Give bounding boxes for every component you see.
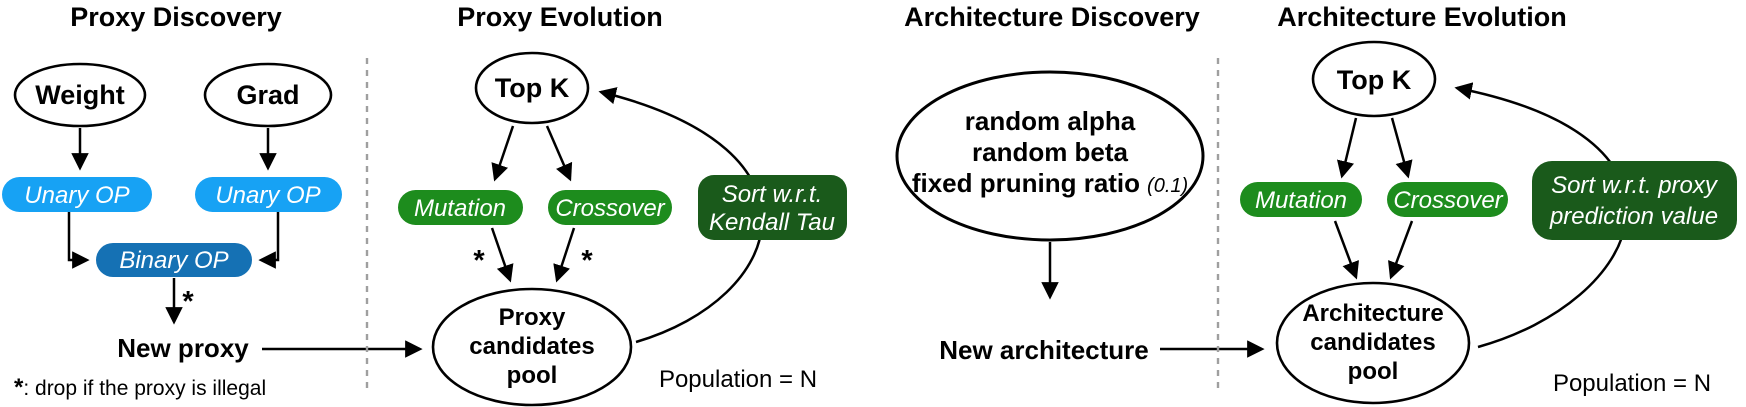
weight-node-label: Weight [35,80,125,110]
crossover-box-p2 [548,190,672,225]
mutation-box-p4 [1240,182,1362,217]
sort-kendall-line2: Kendall Tau [709,209,835,236]
sort-proxy-line1: Sort w.r.t. proxy [1551,172,1719,199]
proxy-pool-line2: candidates [469,333,594,360]
footnote-text: : drop if the proxy is illegal [23,377,266,400]
binary-op-label: Binary OP [119,247,228,274]
arrow-mutation-to-pool-p4 [1333,220,1359,280]
panel4-title: Architecture Evolution [1277,2,1567,32]
crossover-label-p2: Crossover [555,195,665,222]
arrow-crossover-to-pool-p2 [553,227,576,283]
mutation-label-p4: Mutation [1255,187,1347,214]
random-init-ellipse [895,70,1205,242]
architecture-pool-line2: candidates [1310,329,1435,356]
panel3-title: Architecture Discovery [904,2,1200,32]
arrow-topk-to-crossover-p2 [545,125,573,182]
architecture-pool-line3: pool [1348,358,1399,385]
unary-op-right-box [195,177,342,212]
elbow-unary-left-to-binary [67,212,90,269]
random-init-line1: random alpha [965,106,1136,136]
weight-node-ellipse [13,62,147,128]
proxy-pool-ellipse [431,287,633,407]
drop-star-1: * [182,286,194,318]
binary-op-box [96,243,252,277]
panel2-title: Proxy Evolution [457,2,663,32]
random-init-line3-note: (0.1) [1147,175,1188,197]
sort-proxy-prediction-box [1532,161,1737,240]
mutation-box-p2 [398,190,523,225]
random-init-line3-main: fixed pruning ratio [912,168,1140,198]
unary-op-left-label: Unary OP [24,182,129,209]
arrow-topk-to-crossover-p4 [1390,117,1413,179]
sort-proxy-line2: prediction value [1549,203,1718,230]
crossover-box-p4 [1387,182,1508,217]
drop-star-right-p2: * [581,245,593,277]
sort-kendall-box [698,175,847,240]
elbow-unary-right-to-binary [258,212,280,269]
unary-op-right-label: Unary OP [215,182,320,209]
topk-ellipse-p2 [474,51,590,125]
new-architecture-label: New architecture [939,335,1149,365]
arrow-topk-to-mutation-p4 [1336,117,1358,179]
random-init-line2: random beta [972,137,1129,167]
unary-op-left-box [2,177,152,212]
grad-node-ellipse [203,62,333,128]
population-label-p2: Population = N [659,366,817,393]
proxy-pool-line1: Proxy [499,304,566,331]
population-label-p4: Population = N [1553,370,1711,397]
arrow-topk-to-mutation-p2 [491,125,515,182]
architecture-pool-ellipse [1275,281,1471,405]
new-proxy-label: New proxy [117,333,249,363]
grad-node-label: Grad [236,80,299,110]
drop-star-left-p2: * [473,245,485,277]
topk-ellipse-p4 [1311,40,1437,118]
panel1-title: Proxy Discovery [70,2,282,32]
footnote-star: * [14,374,24,401]
arrow-crossover-to-pool-p4 [1388,220,1414,280]
proxy-pool-line3: pool [507,362,558,389]
footnote: *: drop if the proxy is illegal [14,374,266,401]
architecture-pool-line1: Architecture [1302,300,1443,327]
random-init-line3: fixed pruning ratio (0.1) [912,168,1188,198]
topk-label-p4: Top K [1337,65,1412,95]
topk-label-p2: Top K [495,73,570,103]
arrow-mutation-to-pool-p2 [490,227,514,283]
mutation-label-p2: Mutation [414,195,506,222]
sort-kendall-line1: Sort w.r.t. [722,181,822,208]
crossover-label-p4: Crossover [1393,187,1503,214]
